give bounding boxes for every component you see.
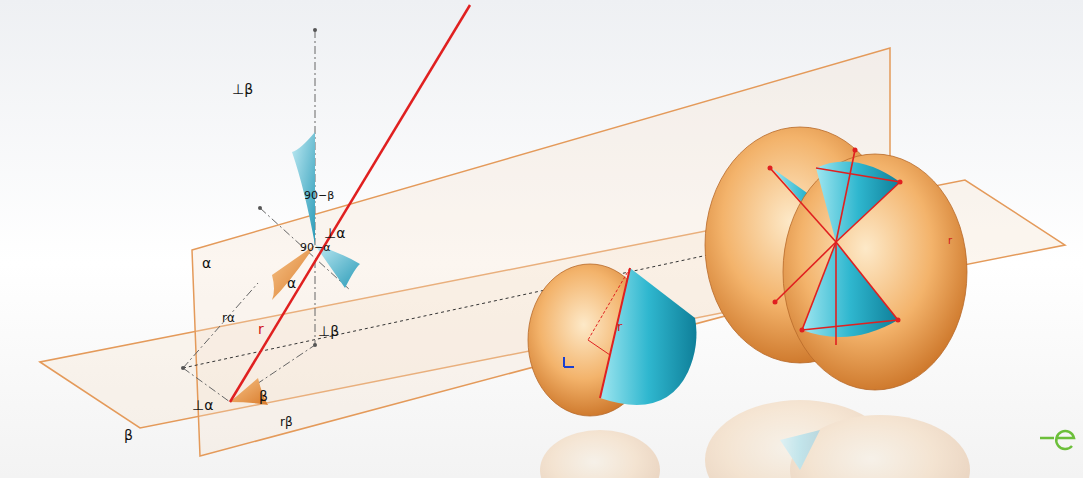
line-label: r: [617, 320, 622, 333]
angle-label: 90−β: [304, 190, 334, 201]
angle-label: β: [259, 389, 268, 403]
axis-label: ⊥β: [232, 82, 253, 96]
axis-label: ⊥β: [318, 324, 339, 338]
angle-label: 90−α: [300, 242, 330, 253]
plane-label: β: [124, 428, 133, 442]
construction-lines: [183, 30, 350, 402]
angle-label: α: [287, 276, 296, 290]
angle-wedge: [292, 132, 315, 245]
line-r: [230, 5, 470, 402]
logo-mark: [1040, 431, 1074, 449]
line-label: r: [258, 322, 264, 336]
double-cone-figure: [705, 127, 967, 390]
axis-label: ⊥α: [192, 398, 213, 412]
line-label: r: [948, 236, 952, 246]
plane-label: α: [202, 256, 211, 270]
segment-label: rβ: [280, 416, 293, 428]
axis-label: ⊥α: [324, 226, 345, 240]
cone-figure: [528, 264, 696, 416]
segment-label: rα: [222, 312, 235, 324]
